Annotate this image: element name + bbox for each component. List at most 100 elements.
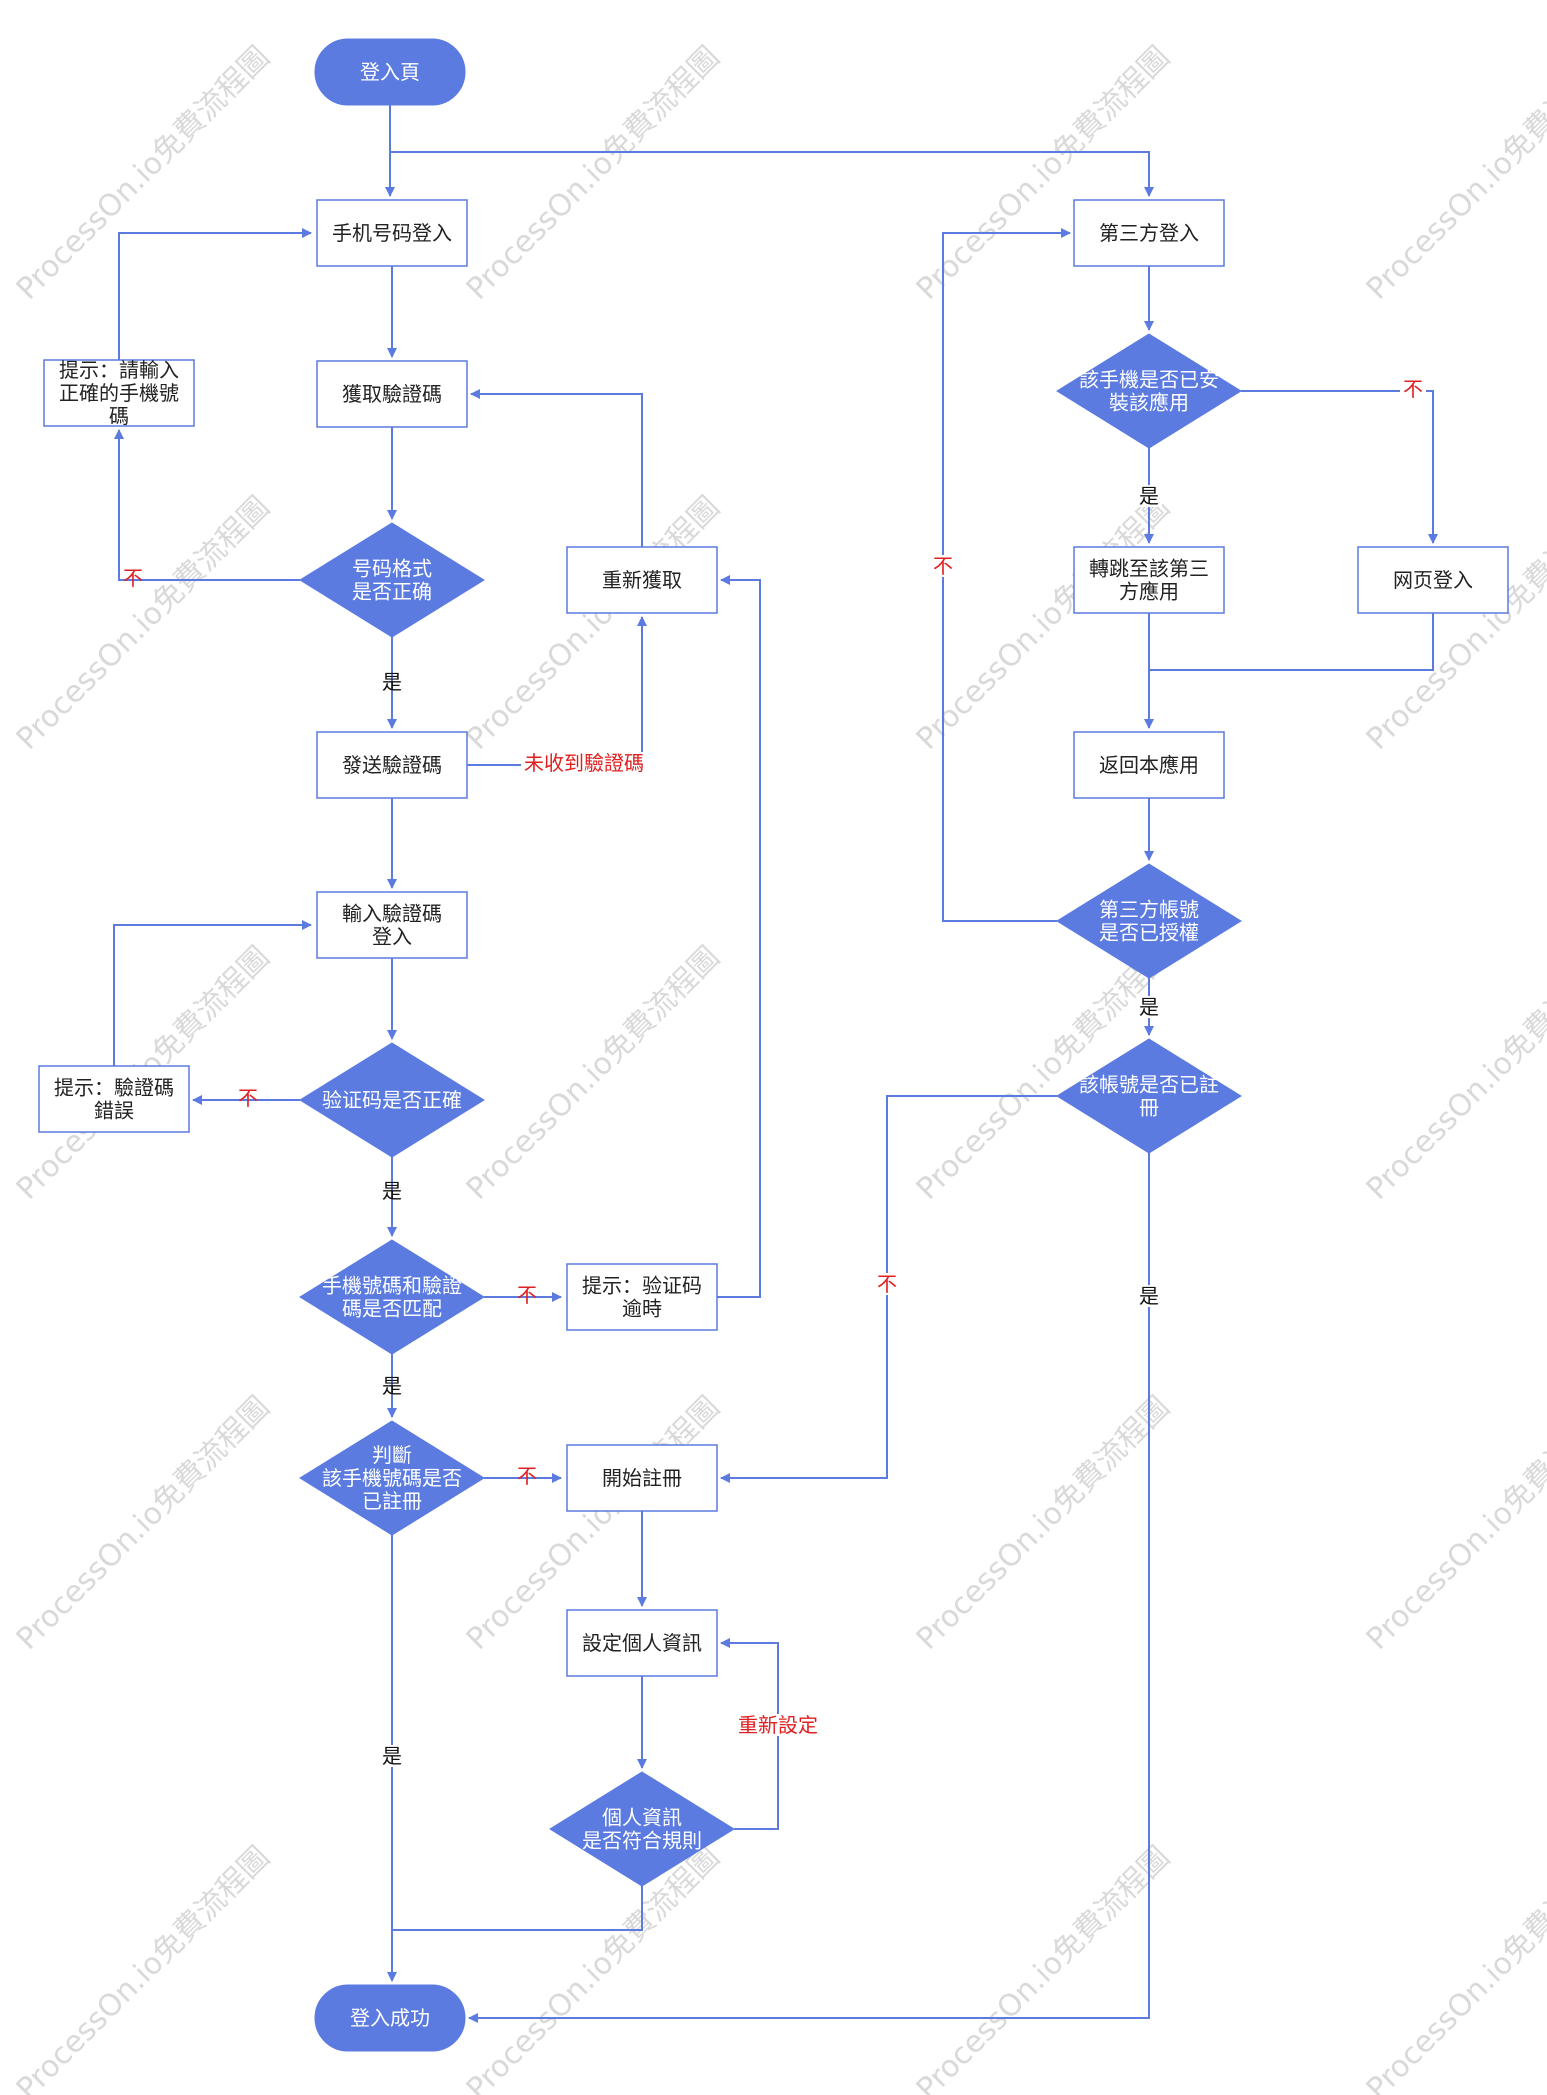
node-set-info[interactable]: 設定個人資訊 — [566, 1609, 718, 1677]
edge-label-installed-yes-text: 是 — [1139, 484, 1159, 508]
node-input-code-line-0: 輸入驗證碼 — [342, 902, 442, 926]
node-account-registered-line-1: 冊 — [1139, 1096, 1159, 1120]
node-hint-phone-line-2: 碼 — [109, 404, 129, 428]
node-match-check-shape — [299, 1239, 485, 1355]
node-get-code-line-0: 獲取驗證碼 — [342, 382, 442, 406]
edge-label-reg-no: 不 — [517, 1464, 537, 1488]
edge-login-to-third — [390, 151, 1154, 197]
node-return-app-line-0: 返回本應用 — [1099, 753, 1199, 777]
edge-hint-to-phone — [118, 228, 312, 360]
edge-label-reg-yes-bg — [379, 1745, 405, 1767]
watermark-text-9: ProcessOn.io免費流程圖 — [460, 940, 727, 1207]
node-web-login-shape — [1357, 546, 1509, 614]
edge-web-to-return — [1149, 613, 1434, 671]
node-start-register-line-0: 開始註冊 — [602, 1466, 682, 1490]
watermark-text-1: ProcessOn.io免費流程圖 — [460, 40, 727, 307]
node-hint-phone-line-1: 正確的手機號 — [59, 381, 179, 405]
edge-label-code-yes-text: 是 — [382, 1179, 402, 1203]
node-code-check[interactable]: 验证码是否正確 — [299, 1042, 485, 1158]
edge-label-not-received-text: 未收到驗證碼 — [524, 751, 644, 775]
node-start-register[interactable]: 開始註冊 — [566, 1444, 718, 1512]
watermark-text-4: ProcessOn.io免費流程圖 — [10, 490, 277, 757]
edge-check-to-success — [392, 1886, 643, 1931]
edge-acct-yes-to-success — [468, 1153, 1150, 2023]
edge-label-reg-no-text: 不 — [517, 1464, 537, 1488]
node-registered-check-shape — [299, 1420, 485, 1536]
edge-label-match-no: 不 — [517, 1283, 537, 1307]
node-hint-code-line-1: 錯誤 — [94, 1099, 134, 1123]
node-authorized-shape — [1056, 863, 1242, 979]
node-return-app-shape — [1073, 731, 1225, 799]
edge-installed-no-to-web — [1241, 390, 1438, 544]
node-get-code[interactable]: 獲取驗證碼 — [316, 360, 468, 428]
watermark-text-19: ProcessOn.io免費流程圖 — [1360, 1840, 1547, 2095]
node-hint-timeout-shape — [566, 1263, 718, 1331]
watermark-text-7: ProcessOn.io免費流程圖 — [1360, 490, 1547, 757]
node-third-login[interactable]: 第三方登入 — [1073, 199, 1225, 267]
node-format-check-line-1: 是否正确 — [352, 580, 432, 604]
node-app-installed-line-0: 該手機是否已安 — [1079, 368, 1219, 392]
node-input-code-shape — [316, 891, 468, 959]
node-login-success[interactable]: 登入成功 — [314, 1984, 466, 2052]
node-phone-login-shape — [316, 199, 468, 267]
edge-layer — [113, 105, 1438, 2023]
edge-label-auth-yes-text: 是 — [1139, 995, 1159, 1019]
node-hint-code-shape — [38, 1065, 190, 1133]
node-third-login-line-0: 第三方登入 — [1099, 221, 1199, 245]
node-send-code[interactable]: 發送驗證碼 — [316, 731, 468, 799]
node-reget[interactable]: 重新獲取 — [566, 546, 718, 614]
node-account-registered-shape — [1056, 1038, 1242, 1154]
node-code-check-line-0: 验证码是否正確 — [322, 1088, 462, 1112]
edge-hint-to-input — [113, 920, 312, 1066]
node-return-app[interactable]: 返回本應用 — [1073, 731, 1225, 799]
edge-label-installed-no-text: 不 — [1403, 377, 1423, 401]
watermark-text-16: ProcessOn.io免費流程圖 — [10, 1840, 277, 2095]
edge-label-match-yes-text: 是 — [382, 1374, 402, 1398]
edge-label-installed-yes: 是 — [1136, 484, 1162, 508]
edge-label-match-no-text: 不 — [517, 1283, 537, 1307]
edge-auth-no-to-third — [942, 228, 1071, 922]
edge-label-code-no: 不 — [238, 1086, 258, 1110]
node-authorized-line-1: 是否已授權 — [1099, 921, 1199, 945]
node-input-code-line-1: 登入 — [372, 925, 412, 949]
edge-label-code-yes: 是 — [382, 1179, 402, 1203]
edge-label-code-no-text: 不 — [238, 1086, 258, 1110]
node-third-login-shape — [1073, 199, 1225, 267]
node-app-installed-line-1: 裝該應用 — [1109, 391, 1189, 415]
node-app-installed-shape — [1056, 333, 1242, 449]
node-login-success-line-0: 登入成功 — [350, 2006, 430, 2030]
node-hint-phone-line-0: 提示：請輸入 — [59, 358, 179, 382]
edge-label-format-yes: 是 — [382, 670, 402, 694]
node-phone-login[interactable]: 手机号码登入 — [316, 199, 468, 267]
node-set-info-shape — [566, 1609, 718, 1677]
edge-label-installed-no-bg — [1400, 378, 1426, 400]
node-login-page[interactable]: 登入頁 — [314, 38, 466, 106]
node-web-login[interactable]: 网页登入 — [1357, 546, 1509, 614]
node-login-page-line-0: 登入頁 — [360, 60, 420, 84]
node-account-registered-line-0: 該帳號是否已註 — [1079, 1073, 1219, 1097]
node-registered-check-line-0: 判斷 — [372, 1443, 412, 1467]
edge-label-not-received-bg — [521, 752, 647, 774]
edge-label-reg-yes-text: 是 — [382, 1744, 402, 1768]
edge-label-acct-yes-text: 是 — [1139, 1284, 1159, 1308]
node-jump-app-line-0: 轉跳至該第三 — [1089, 557, 1209, 581]
edge-label-format-no-text: 不 — [123, 566, 143, 590]
edge-label-format-no: 不 — [123, 566, 143, 590]
edge-label-match-yes: 是 — [382, 1374, 402, 1398]
edge-label-format-yes-text: 是 — [382, 670, 402, 694]
node-match-check-line-1: 碼是否匹配 — [342, 1297, 442, 1321]
edge-label-installed-yes-bg — [1136, 485, 1162, 507]
